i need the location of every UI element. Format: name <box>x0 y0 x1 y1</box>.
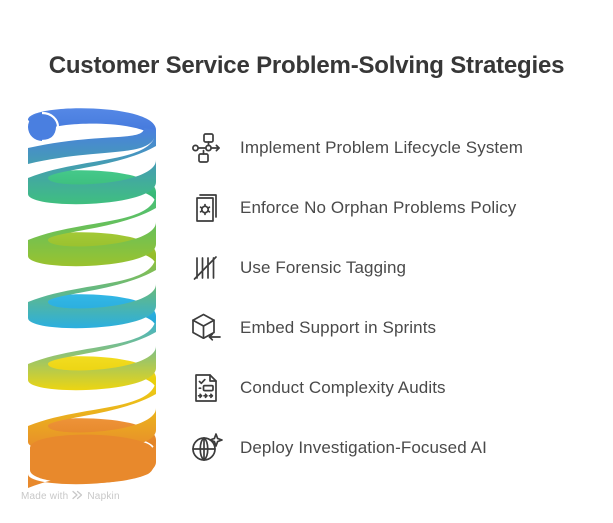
stacked-documents-bug-icon <box>188 189 226 227</box>
list-item-label: Deploy Investigation-Focused AI <box>240 438 487 457</box>
napkin-logo-icon <box>72 490 83 503</box>
list-item-label: Enforce No Orphan Problems Policy <box>240 198 517 217</box>
globe-sparkle-icon <box>188 429 226 467</box>
cube-arrow-icon <box>188 309 226 347</box>
watermark-prefix: Made with <box>21 491 69 502</box>
checklist-document-icon <box>188 369 226 407</box>
strategy-list: Implement Problem Lifecycle System Enfor… <box>188 118 608 478</box>
list-item[interactable]: Embed Support in Sprints <box>188 298 608 358</box>
spiral-helix-graphic <box>8 98 183 493</box>
list-item-label: Implement Problem Lifecycle System <box>240 138 524 157</box>
list-item-label: Conduct Complexity Audits <box>240 378 446 397</box>
list-item-label: Use Forensic Tagging <box>240 258 407 277</box>
napkin-watermark: Made with Napkin <box>21 490 120 503</box>
list-item[interactable]: Conduct Complexity Audits <box>188 358 608 418</box>
page-title: Customer Service Problem-Solving Strateg… <box>48 52 565 79</box>
list-item[interactable]: Implement Problem Lifecycle System <box>188 118 608 178</box>
list-item-label: Embed Support in Sprints <box>240 318 437 337</box>
list-item[interactable]: Enforce No Orphan Problems Policy <box>188 178 608 238</box>
watermark-brand: Napkin <box>87 491 120 502</box>
tally-marks-icon <box>188 249 226 287</box>
list-item[interactable]: Use Forensic Tagging <box>188 238 608 298</box>
workflow-nodes-icon <box>188 129 226 167</box>
list-item[interactable]: Deploy Investigation-Focused AI <box>188 418 608 478</box>
